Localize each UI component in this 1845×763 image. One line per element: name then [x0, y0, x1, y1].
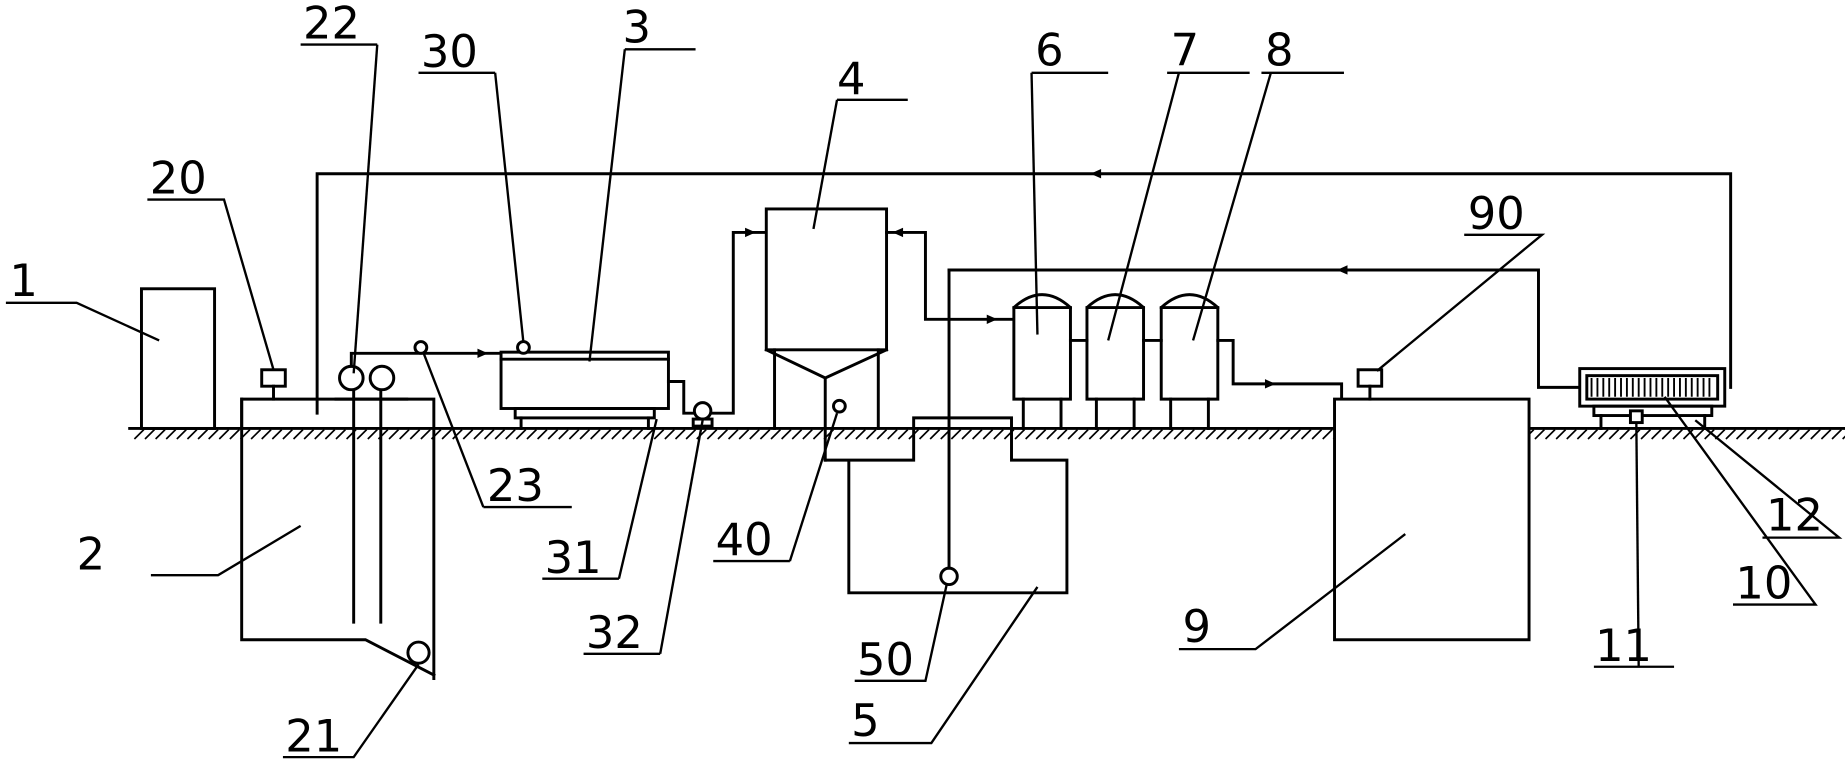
label-2: 2 [77, 528, 105, 580]
label-21: 21 [285, 710, 342, 762]
ground-line [128, 426, 1845, 440]
vessel-8 [1159, 293, 1220, 430]
control-cabinet [139, 287, 217, 430]
label-11: 11 [1595, 620, 1652, 672]
label-9: 9 [1182, 601, 1210, 653]
label-31: 31 [545, 532, 602, 584]
label-20: 20 [150, 153, 207, 205]
label-90: 90 [1468, 188, 1525, 240]
label-30: 30 [421, 26, 478, 78]
label-22: 22 [303, 0, 360, 50]
vessel-7 [1085, 293, 1146, 430]
storage-tank [1333, 368, 1531, 642]
label-6: 6 [1035, 25, 1063, 77]
collection-tank [240, 364, 436, 680]
label-32: 32 [586, 607, 643, 659]
vessel-series [1012, 293, 1344, 430]
label-40: 40 [716, 514, 773, 566]
leader-lines [5, 43, 1843, 759]
recycle-lines [315, 169, 1733, 415]
label-50: 50 [857, 634, 914, 686]
horizontal-processor [499, 340, 670, 430]
label-1: 1 [9, 255, 37, 307]
label-5: 5 [851, 695, 879, 747]
feed-pipe [349, 340, 509, 368]
label-4: 4 [837, 53, 865, 105]
label-3: 3 [622, 1, 650, 53]
label-12: 12 [1766, 490, 1823, 542]
filter-press [1578, 367, 1727, 430]
hopper-tank [764, 207, 904, 462]
reference-labels: 1 2 3 4 5 6 7 8 9 10 11 12 20 21 22 23 3… [9, 0, 1823, 762]
label-7: 7 [1171, 25, 1199, 77]
pump-line [666, 227, 768, 428]
label-10: 10 [1735, 558, 1792, 610]
vessel-6 [1012, 293, 1072, 430]
label-23: 23 [487, 460, 544, 512]
label-8: 8 [1265, 25, 1293, 77]
